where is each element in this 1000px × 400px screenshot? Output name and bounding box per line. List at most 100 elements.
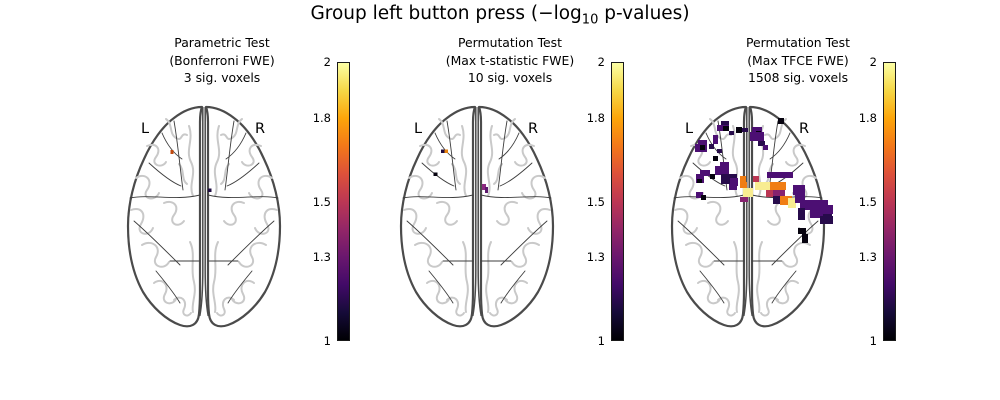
panel1-colorbar-gradient bbox=[337, 62, 350, 341]
colorbar-tick-label: 1.5 bbox=[858, 194, 877, 209]
panel1-title: Parametric Test (Bonferroni FWE) 3 sig. … bbox=[92, 34, 352, 87]
panel1-glass-brain: L R bbox=[119, 104, 289, 334]
voxel bbox=[723, 126, 729, 131]
voxel bbox=[709, 144, 714, 149]
voxel bbox=[752, 127, 762, 132]
panel3-right-orientation-label: R bbox=[799, 121, 809, 137]
voxel bbox=[742, 128, 748, 132]
colorbar-tick-label: 2 bbox=[323, 55, 331, 69]
voxel bbox=[773, 196, 780, 204]
voxel bbox=[444, 149, 448, 153]
panel1-title-line3: 3 sig. voxels bbox=[183, 70, 261, 86]
voxel bbox=[729, 184, 737, 190]
voxel bbox=[729, 131, 734, 135]
voxel bbox=[823, 205, 833, 214]
figure-title: Group left button press (−log10 p-values… bbox=[0, 3, 1000, 28]
voxel bbox=[697, 179, 702, 183]
colorbar-tick-label: 1.5 bbox=[312, 194, 331, 209]
panel3-voxel-overlay bbox=[695, 118, 833, 243]
figure-title-pre: Group left button press (−log bbox=[310, 3, 582, 24]
voxel bbox=[696, 192, 703, 198]
figure-title-post: p-values) bbox=[598, 3, 690, 24]
panel1-title-line2: (Bonferroni FWE) bbox=[169, 52, 275, 68]
colorbar-tick-label: 1.8 bbox=[586, 110, 605, 125]
voxel bbox=[795, 195, 805, 203]
colorbar-tick-label: 1.8 bbox=[312, 110, 331, 125]
voxel bbox=[758, 141, 765, 146]
voxel bbox=[767, 172, 793, 178]
voxel bbox=[700, 170, 710, 176]
panel1-title-line1: Parametric Test bbox=[174, 35, 270, 50]
brain-outline bbox=[401, 107, 553, 326]
colorbar-tick-label: 2 bbox=[869, 55, 877, 69]
voxel bbox=[802, 234, 808, 243]
voxel bbox=[701, 195, 706, 200]
voxel bbox=[485, 187, 488, 193]
panel2-left-orientation-label: L bbox=[414, 121, 422, 137]
voxel bbox=[740, 176, 746, 182]
panel2-colorbar-gradient bbox=[611, 62, 624, 341]
voxel bbox=[721, 121, 729, 125]
voxel bbox=[170, 150, 174, 154]
panel1-voxel-overlay bbox=[170, 150, 212, 192]
panel2-right-orientation-label: R bbox=[528, 121, 538, 137]
voxel bbox=[798, 228, 806, 234]
colorbar-tick-label: 1.8 bbox=[858, 110, 877, 125]
panel3-colorbar-gradient bbox=[883, 62, 896, 341]
panel3-title-line2: (Max TFCE FWE) bbox=[747, 52, 849, 68]
voxel bbox=[778, 118, 784, 124]
brain-outline bbox=[128, 107, 280, 326]
panel3-title-line3: 1508 sig. voxels bbox=[747, 70, 849, 86]
voxel bbox=[788, 198, 796, 208]
voxel bbox=[780, 196, 792, 205]
voxel bbox=[717, 149, 722, 153]
voxel bbox=[208, 188, 212, 192]
voxel bbox=[773, 190, 785, 196]
panel2-voxel-overlay bbox=[433, 149, 488, 193]
panel2-colorbar: 2 1.8 1.5 1.3 1 bbox=[560, 55, 624, 348]
panel2-title-line1: Permutation Test bbox=[458, 35, 562, 50]
voxel bbox=[482, 184, 486, 190]
panel1-right-orientation-label: R bbox=[255, 121, 265, 137]
voxel bbox=[713, 156, 718, 161]
voxel bbox=[713, 135, 718, 144]
colorbar-tick-label: 1 bbox=[323, 334, 331, 348]
panel2-title-line3: 10 sig. voxels bbox=[467, 70, 553, 86]
voxel bbox=[810, 208, 832, 218]
panel1-left-orientation-label: L bbox=[141, 121, 149, 137]
voxel bbox=[698, 140, 707, 145]
colorbar-tick-label: 1.3 bbox=[858, 250, 877, 265]
voxel bbox=[800, 200, 828, 210]
panel2-title-line2: (Max t-statistic FWE) bbox=[445, 52, 575, 68]
panel2-title: Permutation Test (Max t-statistic FWE) 1… bbox=[380, 34, 640, 87]
colorbar-tick-label: 1.5 bbox=[586, 194, 605, 209]
voxel bbox=[750, 132, 764, 141]
voxel bbox=[823, 214, 832, 222]
panel3-title-line1: Permutation Test bbox=[746, 35, 850, 50]
voxel bbox=[770, 182, 786, 190]
colorbar-tick-label: 2 bbox=[597, 55, 605, 69]
panel3-title: Permutation Test (Max TFCE FWE) 1508 sig… bbox=[668, 34, 928, 87]
voxel bbox=[763, 145, 768, 150]
voxel bbox=[696, 174, 704, 183]
panel3-glass-brain: L R bbox=[663, 104, 833, 334]
voxel bbox=[441, 149, 445, 153]
voxel bbox=[730, 178, 738, 186]
colorbar-tick-label: 1.3 bbox=[586, 250, 605, 265]
colorbar-tick-label: 1 bbox=[597, 334, 605, 348]
voxel bbox=[736, 127, 742, 133]
voxel bbox=[766, 190, 773, 197]
voxel bbox=[743, 188, 753, 197]
voxel bbox=[710, 174, 715, 179]
voxel bbox=[798, 208, 805, 220]
panel3-left-orientation-label: L bbox=[685, 121, 693, 137]
voxel bbox=[700, 145, 705, 150]
figure-title-subscript: 10 bbox=[581, 12, 599, 28]
voxel bbox=[740, 197, 748, 202]
voxel bbox=[715, 166, 729, 175]
voxel bbox=[740, 182, 747, 188]
voxel bbox=[721, 174, 737, 184]
